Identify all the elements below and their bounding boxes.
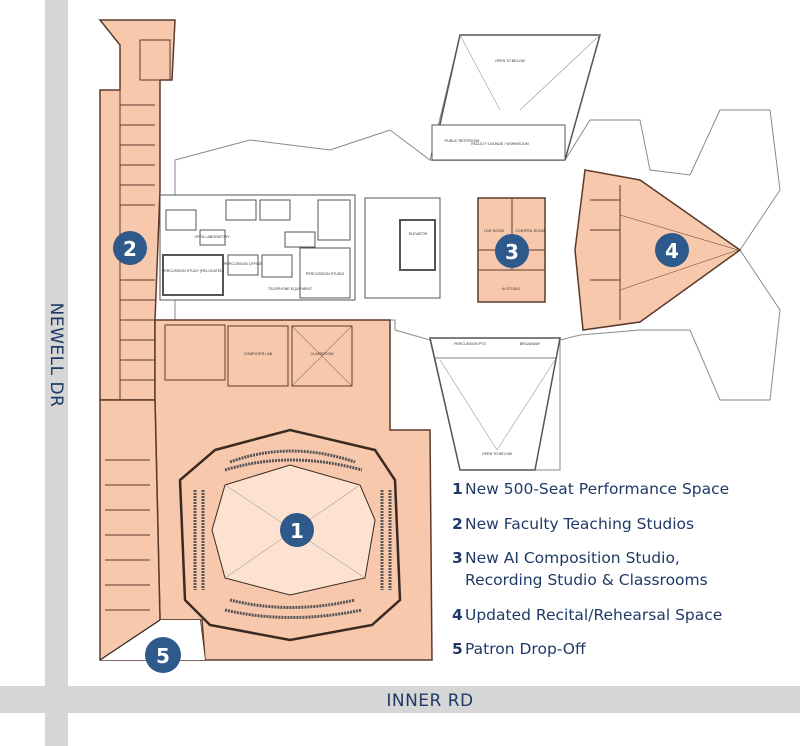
marker-5: 5 (145, 637, 181, 673)
room-label: CLASSROOM (311, 352, 334, 356)
legend-number: 5 (452, 640, 463, 658)
legend-text: New 500-Seat Performance Space (465, 480, 730, 498)
inner-rd-road (0, 686, 800, 713)
legend-number: 1 (452, 480, 463, 498)
room-label: PERCUSSION PTS (454, 342, 486, 346)
room-label: OPEN TO BELOW (482, 452, 513, 456)
room-label: PERCUSSION STUDIO (306, 272, 345, 276)
room-label: COMPUTER LAB (244, 352, 273, 356)
marker-2: 2 (113, 231, 147, 265)
legend-number: 3 (452, 549, 463, 567)
room-label: OPEN LABORATORY (194, 235, 230, 239)
lower-open-to-below (429, 337, 561, 471)
inner-rd-label: INNER RD (386, 691, 473, 711)
room-label: CONTROL ROOM (515, 229, 545, 233)
room-label: OPEN TO BELOW (495, 59, 526, 63)
svg-text:3: 3 (505, 240, 519, 264)
room-label: PERCUSSION OFFICE (224, 262, 263, 266)
central-rooms (159, 194, 441, 301)
room-label: BROADWAY (520, 342, 541, 346)
room-label: LIVE ROOM (484, 229, 504, 233)
newell-dr-road (45, 0, 68, 746)
marker-3: 3 (495, 234, 529, 268)
marker-1: 1 (280, 513, 314, 547)
room-label: PERCUSSION STUDY (RELOCATED) (162, 269, 224, 273)
room-label: PUBLIC RESTROOM (445, 139, 480, 143)
newell-dr-label: NEWELL DR (46, 303, 66, 408)
room-label: TELEPHONE EQUIPMENT (268, 287, 313, 291)
room-label: ELEVATOR (409, 232, 428, 236)
legend-number: 2 (452, 514, 463, 533)
marker-4: 4 (655, 233, 689, 267)
svg-text:4: 4 (665, 239, 679, 263)
legend-text: Updated Recital/Rehearsal Space (465, 605, 723, 624)
svg-text:1: 1 (290, 519, 304, 543)
legend-number: 4 (452, 605, 463, 624)
svg-text:2: 2 (123, 237, 137, 261)
room-label: AI STUDIO (502, 287, 520, 291)
svg-text:5: 5 (156, 644, 170, 668)
legend-text: New Faculty Teaching Studios (465, 514, 695, 533)
room-label: FACULTY LOUNGE / WORKROOM (471, 142, 528, 146)
legend-text: New AI Composition Studio, Recording Stu… (465, 549, 708, 589)
legend-text: Patron Drop-Off (465, 640, 586, 658)
